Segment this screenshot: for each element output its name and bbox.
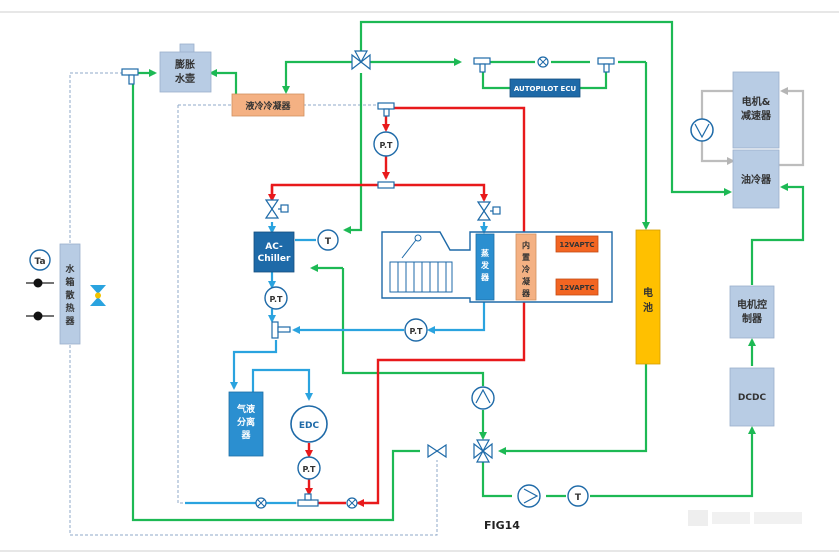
coolant-pump-bottom <box>517 484 541 508</box>
inner-condenser: 内 置 冷 凝 器 <box>515 233 537 301</box>
watermark-blur <box>688 510 802 526</box>
liquid-cooled-condenser: 液冷冷凝器 <box>231 93 305 117</box>
ac-chiller: AC- Chiller <box>253 231 295 273</box>
ptc-top-label: 12VAPTC <box>559 241 594 249</box>
expansion-tank: 膨胀 水壶 <box>159 43 212 93</box>
expansion-tank-label-2: 水壶 <box>174 72 195 85</box>
separator-label-2: 分离 <box>237 416 255 428</box>
motor-reducer-label-2: 减速器 <box>741 109 772 122</box>
motor-reducer-label-1: 电机& <box>742 95 771 108</box>
pressure-switch-2 <box>26 311 54 321</box>
inner-condenser-label-3: 冷 <box>522 264 530 274</box>
pt-compressor-label: P.T <box>303 465 316 474</box>
radiator-label-1: 水 <box>65 263 75 275</box>
ac-chiller-label-2: Chiller <box>258 254 291 264</box>
oil-cooler-label: 油冷器 <box>741 173 772 186</box>
hvac-box <box>381 231 613 303</box>
evaporator-label-3: 器 <box>480 273 490 282</box>
battery-label-2: 池 <box>643 301 653 314</box>
oil-pump <box>690 118 714 142</box>
radiator-label-4: 热 <box>65 302 74 314</box>
ptc-heater-bottom: 12VAPTC <box>555 278 599 296</box>
pressure-switch-1 <box>26 278 54 288</box>
expansion-valve-evaporator <box>476 201 501 221</box>
two-way-valve-bottom <box>427 443 447 459</box>
motor-controller-label-2: 制器 <box>742 312 763 325</box>
expansion-valve-chiller <box>264 199 289 219</box>
inner-condenser-label-4: 凝 <box>522 276 531 286</box>
radiator: 水 箱 散 热 器 <box>59 243 81 345</box>
evaporator: 蒸 发 器 <box>475 233 495 301</box>
ptc-bottom-label: 12VAPTC <box>559 284 594 292</box>
separator-label-1: 气液 <box>236 403 256 415</box>
evaporator-label-1: 蒸 <box>481 248 489 258</box>
three-way-valve-top <box>351 50 371 71</box>
pt-sensor-evap-out: P.T <box>404 318 428 342</box>
radiator-label-3: 散 <box>65 289 75 301</box>
battery: 电 池 <box>635 229 661 365</box>
edc-label: EDC <box>299 421 320 431</box>
ac-chiller-label-1: AC- <box>265 242 283 252</box>
separator-label-3: 器 <box>240 430 251 441</box>
inner-condenser-label-1: 内 <box>522 240 530 250</box>
three-way-valve-bottom <box>473 439 493 463</box>
radiator-label-5: 器 <box>64 316 75 327</box>
evaporator-label-2: 发 <box>480 260 490 270</box>
radiator-label-2: 箱 <box>65 276 74 288</box>
ta-label: Ta <box>34 257 45 267</box>
battery-label-1: 电 <box>643 286 653 299</box>
t-sensor-dcdc-line: T <box>567 485 589 507</box>
oil-loop <box>700 87 805 167</box>
tee-junctions <box>121 57 615 507</box>
dcdc: DCDC <box>729 367 775 427</box>
expansion-tank-label-1: 膨胀 <box>175 58 195 71</box>
liquid-cooled-condenser-label: 液冷冷凝器 <box>245 100 291 112</box>
ta-sensor: Ta <box>29 249 51 271</box>
pt-chiller-label: P.T <box>270 295 283 304</box>
blower-icon <box>389 234 453 293</box>
dcdc-label: DCDC <box>738 393 767 403</box>
t-dcdc-label: T <box>575 493 582 503</box>
shutoff-valve-bottom-left <box>255 497 267 509</box>
coolant-pump-center <box>471 386 495 410</box>
shutoff-valve-ecu <box>537 56 549 68</box>
pt-sensor-compressor-out: P.T <box>297 456 321 480</box>
coolant-lines <box>131 20 805 522</box>
pt-sensor-top: P.T <box>373 131 399 157</box>
radiator-fan-icon <box>90 285 106 306</box>
motor-reducer: 电机& 减速器 <box>732 71 780 149</box>
pt-top-label: P.T <box>380 141 393 150</box>
edc-compressor: EDC <box>290 405 328 443</box>
autopilot-ecu-label: AUTOPILOT ECU <box>514 85 577 93</box>
autopilot-ecu: AUTOPILOT ECU <box>509 78 581 98</box>
motor-controller: 电机控 制器 <box>729 285 775 339</box>
gas-liquid-separator: 气液 分离 器 <box>228 391 264 457</box>
inner-condenser-label-5: 器 <box>521 289 531 298</box>
pt-sensor-chiller-out: P.T <box>264 286 288 310</box>
motor-controller-label-1: 电机控 <box>737 298 767 311</box>
cold-refrigerant-lines <box>185 222 488 505</box>
ptc-heater-top: 12VAPTC <box>555 235 599 253</box>
t-sensor-chiller: T <box>317 229 339 251</box>
pt-evap-label: P.T <box>410 327 423 336</box>
shutoff-valve-bottom-right <box>346 497 358 509</box>
oil-cooler: 油冷器 <box>732 149 780 209</box>
t-chiller-label: T <box>325 237 332 247</box>
figure-label: FIG14 <box>484 519 520 532</box>
inner-condenser-label-2: 置 <box>522 252 530 262</box>
